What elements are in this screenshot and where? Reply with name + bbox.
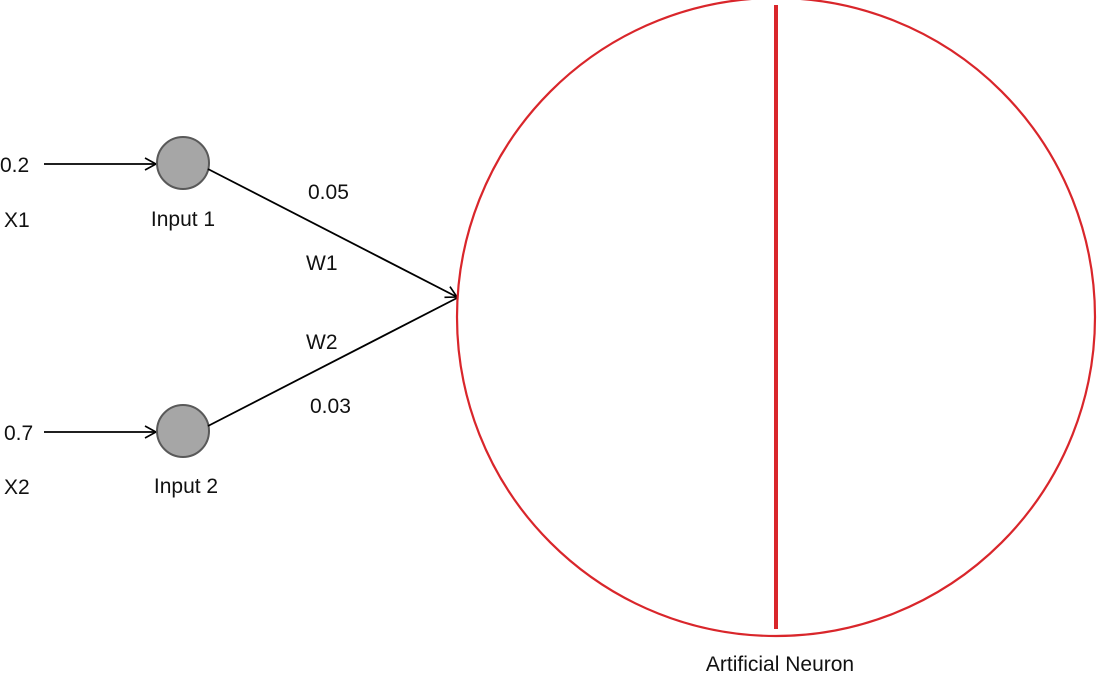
weight-1-name: W1 <box>306 252 338 275</box>
input-1-node <box>156 136 210 190</box>
input-1-value: 0.2 <box>0 154 29 177</box>
weight-2-name: W2 <box>306 331 338 354</box>
weight-1-value: 0.05 <box>308 181 349 204</box>
input-2-label: Input 2 <box>154 475 218 498</box>
input-2-node <box>156 404 210 458</box>
input-1-label: Input 1 <box>151 208 215 231</box>
input-2-value: 0.7 <box>4 422 33 445</box>
artificial-neuron-circle <box>455 0 1097 638</box>
input-1-variable: X1 <box>4 209 30 232</box>
neuron-label: Artificial Neuron <box>706 653 854 675</box>
weight-2-edge <box>207 297 458 427</box>
weight-2-value: 0.03 <box>310 395 351 418</box>
weight-1-edge <box>207 168 459 299</box>
input-2-variable: X2 <box>4 476 30 499</box>
